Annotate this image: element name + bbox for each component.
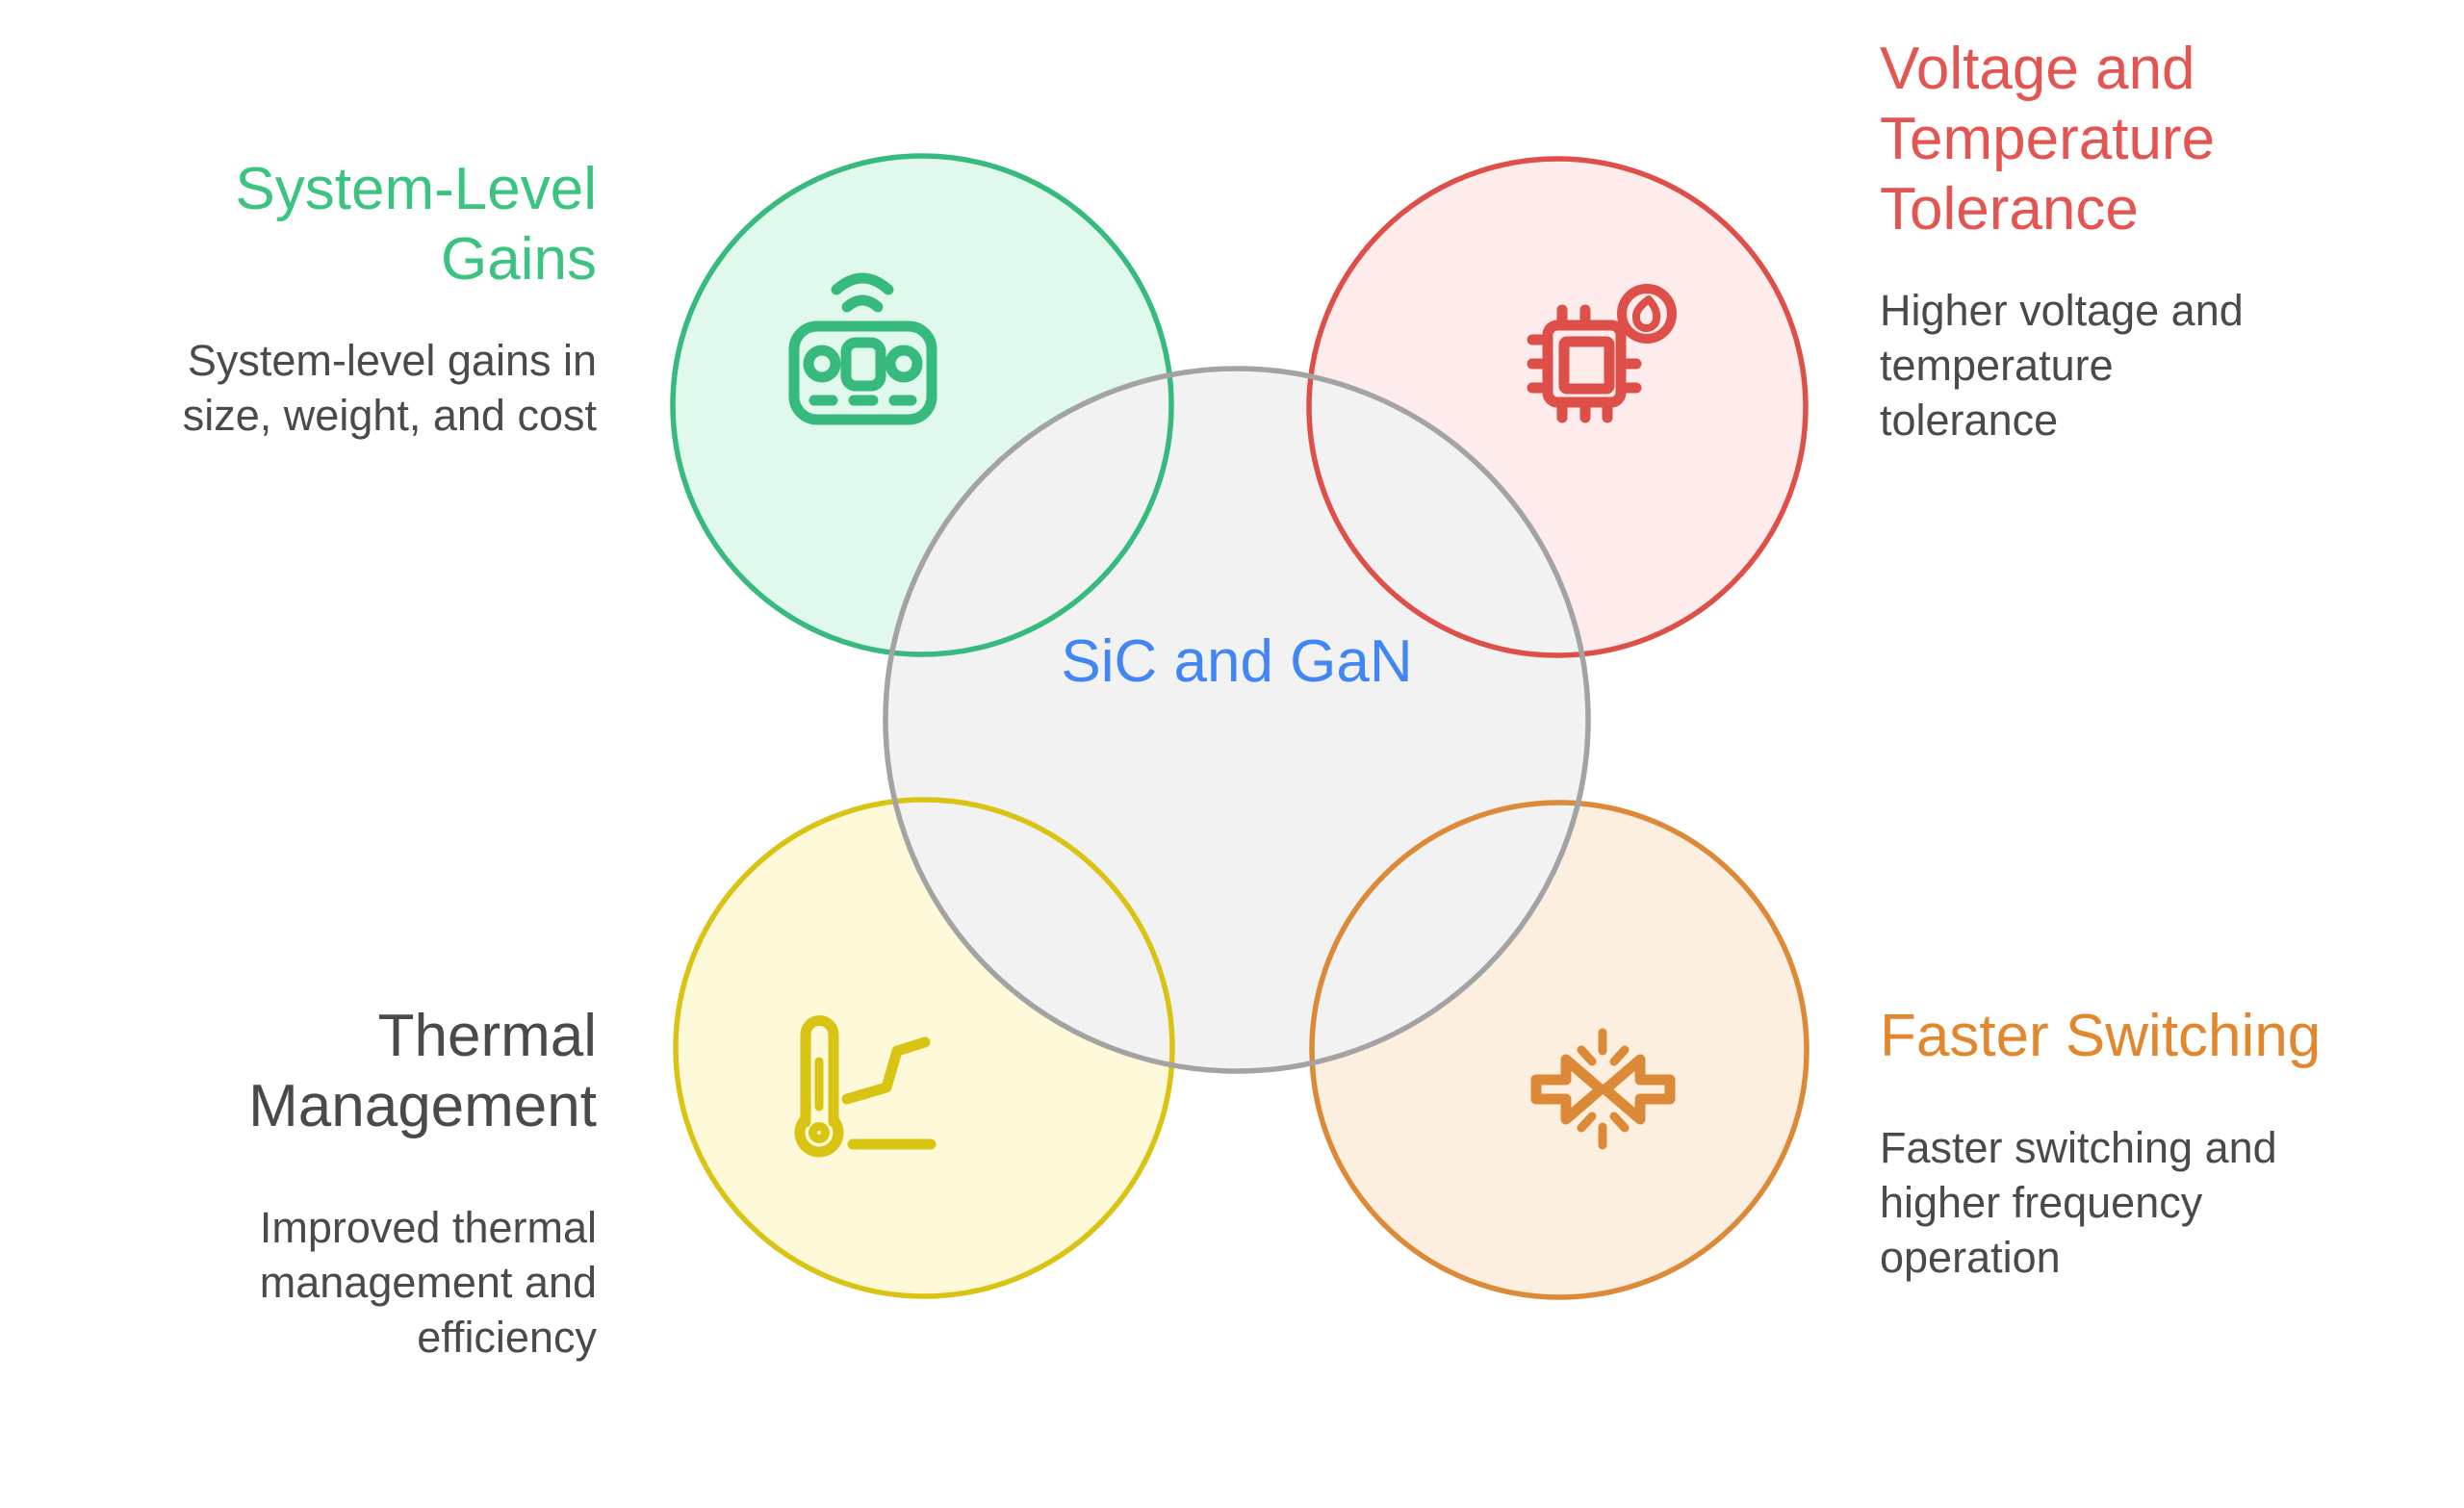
voltage-tolerance-circle-outline bbox=[1306, 156, 1809, 658]
impact-sparks bbox=[1577, 1028, 1630, 1150]
panel-title-thermal-management: Thermal Management bbox=[248, 1001, 597, 1141]
center-label: SiC and GaN bbox=[1061, 628, 1413, 695]
body-line: temperature bbox=[1880, 341, 2114, 390]
trend-line bbox=[841, 1036, 931, 1105]
chip-body bbox=[1542, 319, 1627, 408]
title-line: Tolerance bbox=[1880, 176, 2139, 243]
arrow-right bbox=[1530, 1054, 1606, 1125]
body-line: management and bbox=[259, 1258, 597, 1307]
arrow-left bbox=[1600, 1054, 1676, 1125]
body-line: Improved thermal bbox=[259, 1203, 597, 1252]
panel-title-system-level-gains: System-Level Gains bbox=[235, 154, 597, 294]
panel-title-faster-switching: Faster Switching bbox=[1880, 1001, 2321, 1071]
panel-title-voltage-temperature-tolerance: Voltage and Temperature Tolerance bbox=[1880, 34, 2215, 244]
thermometer-dot bbox=[808, 1122, 830, 1143]
colliding-arrows-icon bbox=[1530, 1028, 1676, 1150]
body-line: higher frequency bbox=[1880, 1178, 2203, 1227]
wifi-wave-outer bbox=[831, 272, 894, 295]
title-line: Faster Switching bbox=[1880, 1003, 2322, 1069]
title-line: Gains bbox=[441, 226, 597, 293]
panel-body-system-level-gains: System-level gains in size, weight, and … bbox=[183, 333, 597, 443]
flame-badge-circle bbox=[1617, 284, 1677, 344]
thermostat-remote-icon bbox=[788, 272, 937, 425]
panel-body-faster-switching: Faster switching and higher frequency op… bbox=[1880, 1120, 2277, 1285]
center-circle-fill bbox=[886, 369, 1588, 1071]
panel-body-voltage-temperature-tolerance: Higher voltage and temperature tolerance bbox=[1880, 283, 2244, 447]
body-line: operation bbox=[1880, 1233, 2061, 1282]
title-line: Temperature bbox=[1880, 106, 2216, 172]
system-gains-circle-outline bbox=[670, 153, 1174, 657]
circle-outlines bbox=[670, 153, 1810, 1300]
thermometer-trend-icon bbox=[794, 1015, 937, 1158]
thermal-circle-outline bbox=[673, 797, 1175, 1299]
flame-glyph bbox=[1631, 295, 1661, 332]
remote-right-knob bbox=[885, 345, 923, 383]
body-line: Higher voltage and bbox=[1880, 286, 2244, 335]
body-line: Faster switching and bbox=[1880, 1123, 2277, 1172]
panel-body-thermal-management: Improved thermal management and efficien… bbox=[260, 1200, 597, 1365]
remote-body bbox=[788, 320, 937, 425]
body-line: tolerance bbox=[1880, 396, 2059, 445]
title-line: Voltage and bbox=[1880, 36, 2195, 102]
body-line: System-level gains in bbox=[187, 336, 597, 385]
title-line: Thermal bbox=[377, 1003, 597, 1069]
chip-core bbox=[1558, 336, 1615, 395]
title-line: Management bbox=[248, 1073, 597, 1139]
body-line: size, weight, and cost bbox=[182, 391, 597, 440]
remote-screen bbox=[840, 337, 886, 392]
switching-circle-outline bbox=[1309, 800, 1810, 1300]
center-circle-outline bbox=[883, 366, 1591, 1074]
body-line: efficiency bbox=[417, 1313, 597, 1362]
chip-flame-icon bbox=[1527, 284, 1677, 423]
remote-left-knob bbox=[803, 345, 841, 383]
title-line: System-Level bbox=[235, 156, 597, 222]
wifi-wave-inner bbox=[841, 294, 884, 313]
